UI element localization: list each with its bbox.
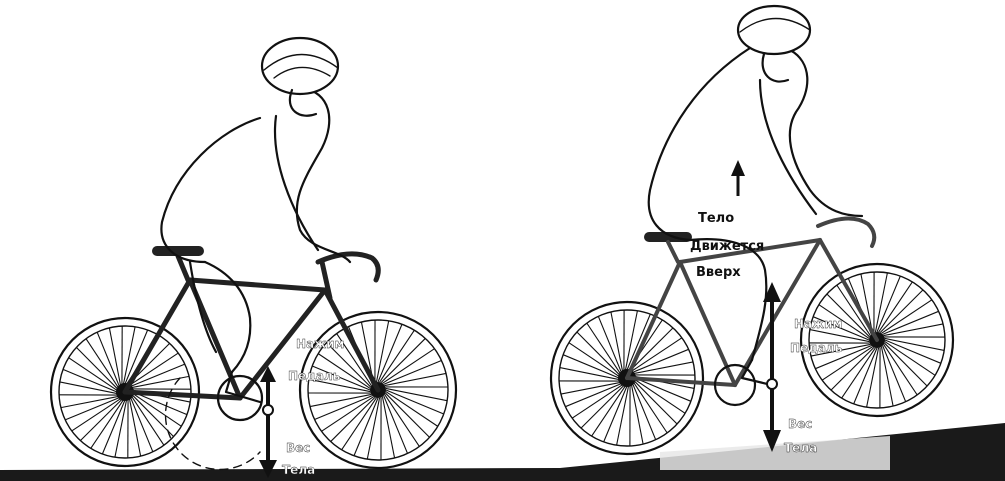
wheel-spoke	[565, 384, 621, 407]
wheel-spoke	[386, 388, 447, 400]
right-body-label-line3: Вверх	[696, 265, 741, 280]
right-pedal-label-line2: Педаль	[790, 341, 843, 355]
left-weight-label-line1: Вес	[286, 441, 310, 455]
left-force-arrow	[259, 366, 277, 478]
left-weight-label-line2: Тела	[282, 463, 315, 477]
wheel-spoke	[883, 311, 939, 334]
wheel-spoke	[598, 316, 621, 372]
left-pedal-label-line1: Нажим	[296, 337, 344, 351]
wheel-spoke	[875, 273, 887, 332]
right-body-label-line1: Тело	[698, 211, 734, 226]
right-weight-label-line1: Вес	[788, 417, 812, 431]
right-body-label-line2: Движется	[690, 239, 764, 254]
left-cyclist: Нажим Педаль Вес Тела	[51, 38, 456, 478]
wheel-spoke	[60, 382, 117, 394]
wheel-spoke	[617, 386, 629, 445]
wheel-spoke	[367, 398, 379, 459]
right-body-up-arrow	[731, 160, 745, 196]
left-bicycle-frame	[125, 246, 378, 469]
wheel-spoke	[883, 346, 906, 402]
wheel-spoke	[376, 321, 388, 382]
right-weight-label-line2: Тела	[784, 441, 817, 455]
wheel-spoke	[560, 368, 619, 380]
wheel-spoke	[885, 338, 944, 350]
wheel-spoke	[633, 384, 656, 440]
wheel-spoke	[633, 349, 689, 372]
wheel-spoke	[810, 330, 869, 342]
right-cyclist: Тело Движется Вверх Нажим Педаль Вес Тел…	[551, 6, 953, 455]
left-pedal-label-line2: Педаль	[288, 369, 341, 383]
wheel-spoke	[867, 348, 879, 407]
right-pedal-label-line1: Нажим	[794, 317, 842, 331]
wheel-spoke	[115, 400, 127, 457]
